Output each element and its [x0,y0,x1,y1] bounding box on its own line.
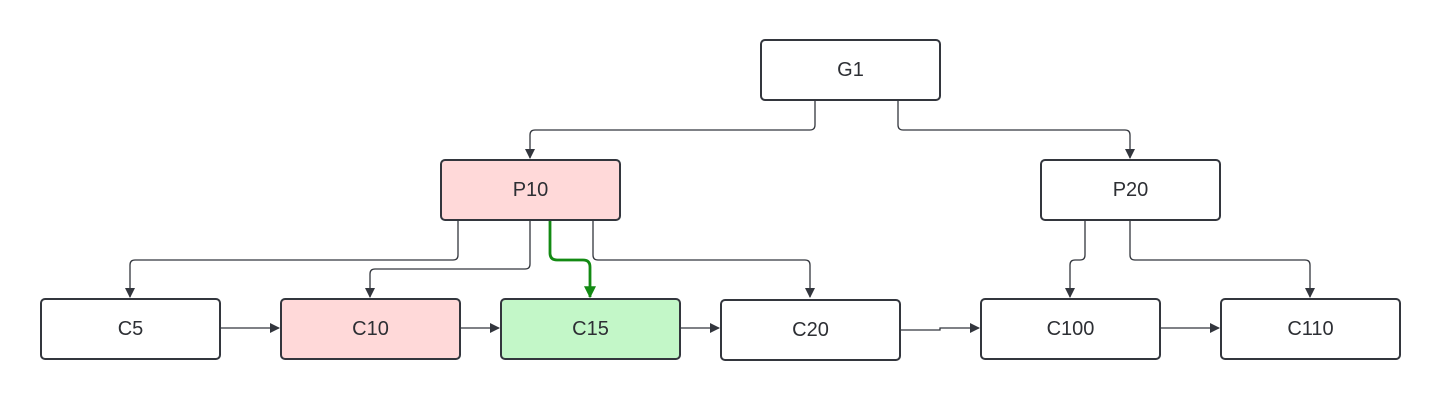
node-g1-label: G1 [837,58,864,81]
node-c5-label: C5 [117,317,144,340]
node-c10[interactable]: C10 [280,298,461,360]
edge-p20-c110 [1129,221,1315,298]
node-p20[interactable]: P20 [1040,159,1221,221]
node-c20[interactable]: C20 [720,299,901,361]
edge-g1-p20 [897,101,1135,159]
node-c5[interactable]: C5 [40,298,221,360]
node-p10-label: P10 [512,178,549,201]
node-c110[interactable]: C110 [1220,298,1401,360]
node-p10[interactable]: P10 [440,159,621,221]
edge-p10-c5 [125,221,459,298]
node-p20-label: P20 [1112,178,1149,201]
node-g1[interactable]: G1 [760,39,941,101]
node-c10-label: C10 [352,317,389,340]
edge-p20-c100 [1065,221,1086,298]
node-c110-label: C110 [1287,317,1334,340]
link-c20-c100 [901,323,980,333]
node-c100-label: C100 [1046,317,1095,340]
node-c20-label: C20 [792,318,829,341]
node-c100[interactable]: C100 [980,298,1161,360]
node-c15-label: C15 [572,317,609,340]
edge-g1-p10 [525,101,816,159]
edge-p10-c15-highlight [548,221,596,299]
node-c15[interactable]: C15 [500,298,681,360]
edge-p10-c20 [592,221,815,298]
edge-p10-c10 [365,221,531,298]
